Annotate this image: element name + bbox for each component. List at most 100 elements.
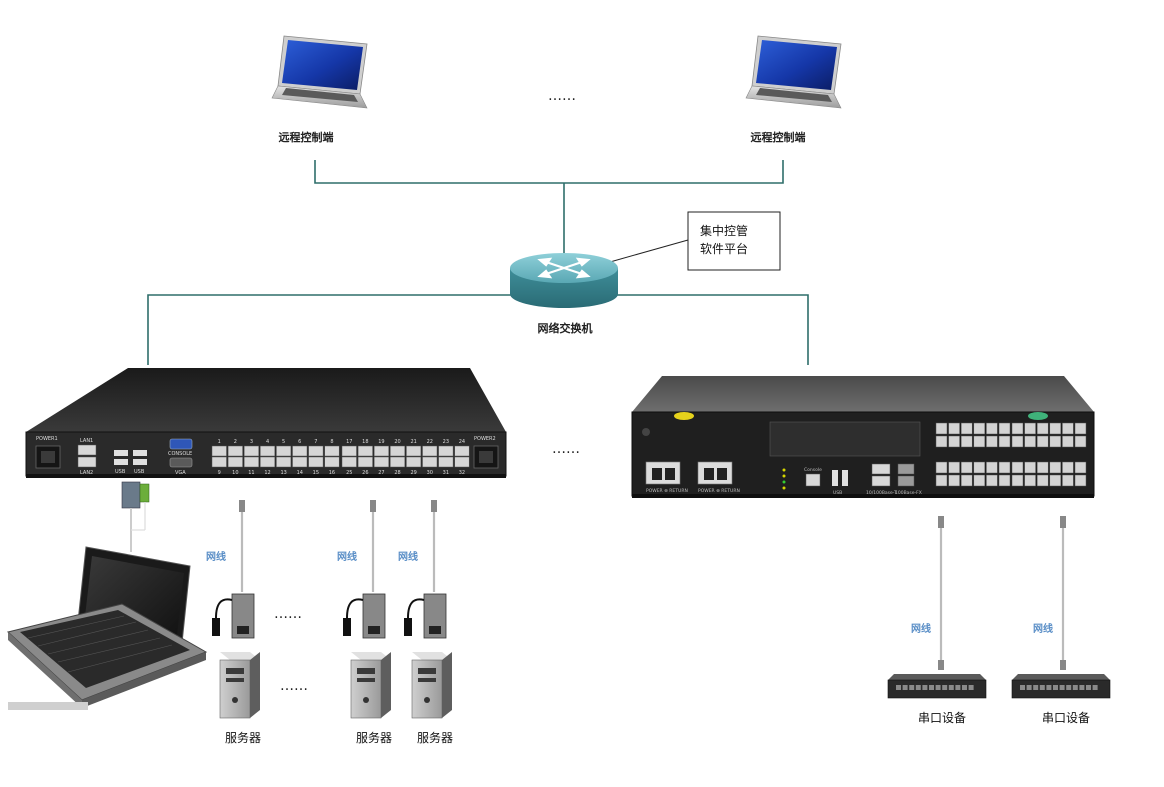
rj45-port[interactable]: [357, 456, 373, 468]
vga-port[interactable]: [169, 457, 193, 468]
rj45-port[interactable]: [276, 456, 292, 468]
rj45-port[interactable]: [935, 435, 948, 448]
usb-ports[interactable]: [114, 450, 147, 465]
serial-port-grid[interactable]: [935, 422, 1087, 487]
rj45-port[interactable]: [973, 422, 986, 435]
rj45-port[interactable]: [1036, 474, 1049, 487]
rj45-port[interactable]: [935, 461, 948, 474]
rj45-port[interactable]: [211, 445, 227, 457]
rj45-port[interactable]: [243, 456, 259, 468]
power-terminal-a[interactable]: [645, 461, 681, 485]
rj45-port[interactable]: [1011, 461, 1024, 474]
rj45-port[interactable]: [406, 445, 422, 457]
rj45-port[interactable]: [948, 474, 960, 487]
rj45-port[interactable]: [998, 422, 1011, 435]
rj45-port[interactable]: [308, 445, 324, 457]
serial-usb-ports[interactable]: [832, 470, 848, 486]
rj45-port[interactable]: [227, 456, 243, 468]
rj45-port[interactable]: [357, 445, 373, 457]
power-terminal-b[interactable]: [697, 461, 733, 485]
rj45-port[interactable]: [211, 456, 227, 468]
rj45-port[interactable]: [1062, 422, 1074, 435]
rj45-port[interactable]: [1049, 474, 1062, 487]
rj45-port[interactable]: [1011, 422, 1024, 435]
rj45-port[interactable]: [1074, 461, 1087, 474]
serial-eth-ports[interactable]: [871, 463, 891, 487]
rj45-port[interactable]: [454, 456, 470, 468]
rj45-port[interactable]: [324, 456, 340, 468]
rj45-port[interactable]: [935, 422, 948, 435]
rj45-port[interactable]: [1036, 461, 1049, 474]
rj45-port[interactable]: [1049, 435, 1062, 448]
rj45-port[interactable]: [1049, 422, 1062, 435]
kvm-port-grid[interactable]: [211, 445, 470, 468]
rj45-port[interactable]: [960, 461, 973, 474]
remote-client-left[interactable]: [271, 35, 368, 109]
rj45-port[interactable]: [935, 474, 948, 487]
rj45-port[interactable]: [292, 445, 308, 457]
rj45-port[interactable]: [406, 456, 422, 468]
rj45-port[interactable]: [1011, 474, 1024, 487]
console-port[interactable]: [169, 438, 193, 450]
rj45-port[interactable]: [341, 445, 357, 457]
rj45-port[interactable]: [1074, 422, 1087, 435]
rj45-port[interactable]: [948, 422, 960, 435]
rj45-port[interactable]: [998, 474, 1011, 487]
rj45-port[interactable]: [373, 445, 389, 457]
rj45-port[interactable]: [390, 445, 406, 457]
rj45-port[interactable]: [973, 435, 986, 448]
remote-client-right[interactable]: [745, 35, 842, 109]
rj45-port[interactable]: [454, 445, 470, 457]
rj45-port[interactable]: [1024, 474, 1036, 487]
rj45-port[interactable]: [986, 461, 998, 474]
rj45-port[interactable]: [292, 456, 308, 468]
rj45-port[interactable]: [373, 456, 389, 468]
rj45-port[interactable]: [948, 435, 960, 448]
rj45-port[interactable]: [973, 461, 986, 474]
serial-server[interactable]: POWER ⊕ RETURN POWER ⊕ RETURN Console US…: [631, 376, 1095, 498]
rj45-port[interactable]: [260, 445, 276, 457]
rj45-port[interactable]: [986, 422, 998, 435]
serial-console-port[interactable]: [805, 473, 821, 487]
rj45-port[interactable]: [227, 445, 243, 457]
rj45-port[interactable]: [1049, 461, 1062, 474]
power-socket-left[interactable]: [35, 445, 61, 469]
rj45-port[interactable]: [1074, 474, 1087, 487]
rj45-port[interactable]: [998, 435, 1011, 448]
rj45-port[interactable]: [960, 422, 973, 435]
rj45-port[interactable]: [243, 445, 259, 457]
rj45-port[interactable]: [276, 445, 292, 457]
rj45-port[interactable]: [986, 474, 998, 487]
rj45-port[interactable]: [260, 456, 276, 468]
rj45-port[interactable]: [1036, 435, 1049, 448]
power-socket-right[interactable]: [473, 445, 499, 469]
rj45-port[interactable]: [1024, 435, 1036, 448]
rj45-port[interactable]: [973, 474, 986, 487]
rj45-port[interactable]: [422, 456, 438, 468]
rj45-port[interactable]: [1036, 422, 1049, 435]
rj45-port[interactable]: [308, 456, 324, 468]
lcd-console-drawer[interactable]: [6, 546, 208, 710]
rj45-port[interactable]: [1024, 422, 1036, 435]
rj45-port[interactable]: [1074, 435, 1087, 448]
rj45-port[interactable]: [1024, 461, 1036, 474]
rj45-port[interactable]: [960, 435, 973, 448]
rj45-port[interactable]: [960, 474, 973, 487]
rj45-port[interactable]: [998, 461, 1011, 474]
rj45-port[interactable]: [390, 456, 406, 468]
rj45-port[interactable]: [438, 456, 454, 468]
rj45-port[interactable]: [422, 445, 438, 457]
network-switch[interactable]: [510, 253, 618, 308]
rj45-port[interactable]: [986, 435, 998, 448]
rj45-port[interactable]: [438, 445, 454, 457]
rj45-port[interactable]: [1011, 435, 1024, 448]
rj45-port[interactable]: [341, 456, 357, 468]
serial-sfp-ports[interactable]: [897, 463, 915, 487]
rj45-port[interactable]: [1062, 461, 1074, 474]
rj45-port[interactable]: [324, 445, 340, 457]
